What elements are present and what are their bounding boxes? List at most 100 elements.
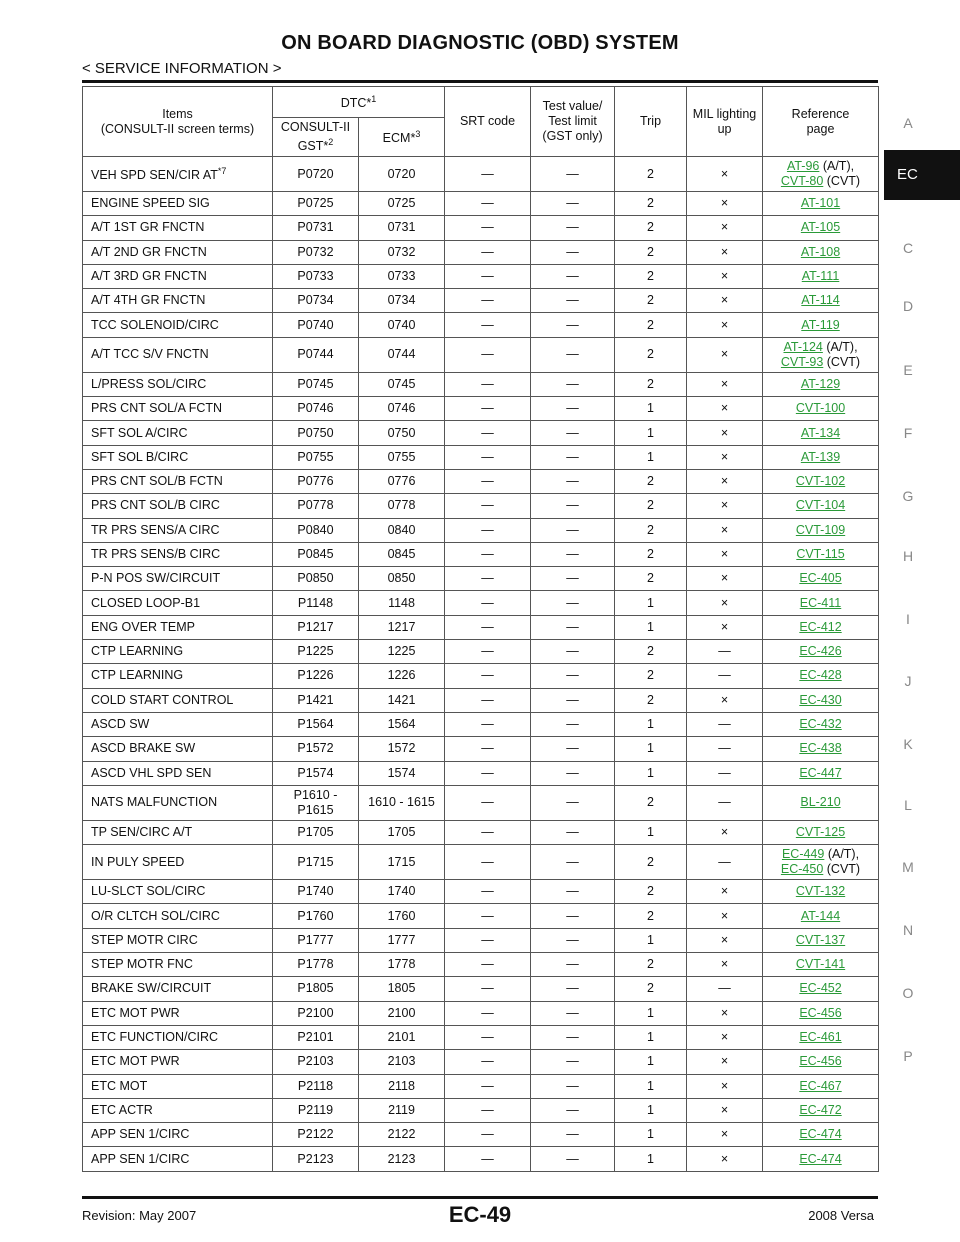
reference-link[interactable]: AT-144 xyxy=(800,908,841,923)
reference-link[interactable]: AT-139 xyxy=(800,449,841,464)
reference-link[interactable]: EC-426 xyxy=(799,644,842,659)
reference-link[interactable]: EC-456 xyxy=(799,1005,842,1020)
reference-link[interactable]: EC-412 xyxy=(799,619,842,634)
side-index-letter: EC xyxy=(884,150,960,200)
cell-test-value: — xyxy=(530,590,616,616)
consult-code: P0740 xyxy=(297,317,334,332)
cell-srt: — xyxy=(444,396,532,422)
consult-code: P1217 xyxy=(297,619,334,634)
cell-consult-gst: P1740 xyxy=(272,879,359,905)
cell-reference: EC-430 xyxy=(762,687,880,713)
reference-link[interactable]: EC-461 xyxy=(799,1030,842,1045)
reference-link[interactable]: EC-405 xyxy=(799,571,842,586)
cell-item: P-N POS SW/CIRCUIT xyxy=(82,566,273,592)
cell-item: ASCD SW xyxy=(82,711,273,738)
cell-consult-gst: P1778 xyxy=(272,952,359,978)
reference-link[interactable]: EC-428 xyxy=(799,668,842,683)
item-text: TP SEN/CIRC A/T xyxy=(91,824,193,839)
cell-reference: EC-474 xyxy=(762,1122,880,1148)
cell-consult-gst: P0740 xyxy=(272,312,359,338)
cell-srt: — xyxy=(444,976,532,1002)
reference-link[interactable]: EC-474 xyxy=(799,1127,842,1142)
cell-consult-gst: P0746 xyxy=(272,396,359,422)
cell-consult-gst: P1226 xyxy=(272,663,359,689)
reference-link[interactable]: CVT-100 xyxy=(795,401,846,416)
item-text: A/T 4TH GR FNCTN xyxy=(91,293,206,308)
cell-test-value: — xyxy=(530,663,616,689)
consult-code: P2101 xyxy=(297,1030,334,1045)
reference-link[interactable]: CVT-125 xyxy=(795,824,846,839)
reference-link[interactable]: EC-411 xyxy=(799,595,842,610)
reference-link[interactable]: CVT-115 xyxy=(796,547,845,561)
reference-link[interactable]: AT-108 xyxy=(800,244,841,259)
cell-trip: 2 xyxy=(614,541,688,568)
consult-code: P0840 xyxy=(297,522,334,537)
item-text: COLD START CONTROL xyxy=(91,692,234,707)
item-text: BRAKE SW/CIRCUIT xyxy=(91,981,212,996)
reference-link[interactable]: AT-134 xyxy=(800,425,841,440)
reference-link[interactable]: BL-210 xyxy=(800,795,841,810)
cell-ecm: 1760 xyxy=(357,903,446,929)
cell-srt: — xyxy=(444,541,532,568)
cell-srt: — xyxy=(444,263,532,290)
reference-link[interactable]: CVT-102 xyxy=(795,474,846,489)
cell-mil: × xyxy=(686,819,764,846)
cell-mil: × xyxy=(686,1073,764,1099)
reference-link[interactable]: EC-472 xyxy=(799,1102,842,1117)
cell-reference: CVT-125 xyxy=(762,819,880,846)
reference-link[interactable]: EC-474 xyxy=(799,1151,842,1166)
reference-link[interactable]: CVT-141 xyxy=(795,957,846,972)
reference-link[interactable]: AT-105 xyxy=(800,220,841,235)
cell-reference: CVT-141 xyxy=(762,952,880,978)
cell-reference: AT-114 xyxy=(762,288,880,314)
reference-link[interactable]: AT-119 xyxy=(801,317,840,332)
reference-link[interactable]: EC-456 xyxy=(799,1054,842,1069)
cell-trip: 1 xyxy=(614,420,688,446)
reference-link[interactable]: AT-96 xyxy=(786,159,820,173)
reference-link[interactable]: EC-447 xyxy=(799,765,842,780)
cell-ecm: 0778 xyxy=(357,493,446,519)
consult-code: P1421 xyxy=(297,692,334,707)
reference-link[interactable]: CVT-104 xyxy=(795,498,846,513)
reference-link[interactable]: EC-467 xyxy=(799,1078,842,1093)
cell-srt: — xyxy=(444,687,532,713)
reference-link[interactable]: CVT-93 xyxy=(780,354,824,369)
reference-link[interactable]: EC-452 xyxy=(799,981,842,996)
reference-link[interactable]: EC-449 xyxy=(781,847,825,862)
reference-link[interactable]: CVT-109 xyxy=(795,522,846,537)
cell-srt: — xyxy=(444,493,532,519)
cell-trip: 2 xyxy=(614,288,688,314)
reference-link[interactable]: CVT-132 xyxy=(795,884,846,899)
cell-item: APP SEN 1/CIRC xyxy=(82,1146,273,1172)
reference-link[interactable]: CVT-80 xyxy=(780,174,824,188)
item-text: A/T 1ST GR FNCTN xyxy=(91,220,205,235)
reference-link[interactable]: AT-111 xyxy=(801,269,840,284)
reference-link[interactable]: CVT-137 xyxy=(795,932,846,947)
cell-reference: CVT-109 xyxy=(762,517,880,543)
cell-ecm: 1610 - 1615 xyxy=(357,784,446,821)
cell-mil: × xyxy=(686,517,764,543)
reference-link[interactable]: EC-438 xyxy=(799,741,842,756)
cell-srt: — xyxy=(444,952,532,978)
header-trip: Trip xyxy=(614,86,688,157)
reference-link[interactable]: AT-101 xyxy=(800,196,841,211)
cell-trip: 1 xyxy=(614,819,688,846)
reference-link[interactable]: EC-430 xyxy=(799,692,842,707)
cell-item: ETC FUNCTION/CIRC xyxy=(82,1024,273,1051)
cell-mil: × xyxy=(686,336,764,373)
reference-link[interactable]: EC-450 xyxy=(780,862,824,877)
cell-ecm: 1778 xyxy=(357,952,446,978)
reference-link[interactable]: EC-432 xyxy=(799,717,842,732)
reference-link[interactable]: AT-129 xyxy=(800,376,841,391)
reference-link[interactable]: AT-124 xyxy=(783,339,823,354)
cell-test-value: — xyxy=(530,190,616,217)
cell-srt: — xyxy=(444,566,532,592)
consult-code: P0725 xyxy=(297,196,334,211)
reference-link[interactable]: AT-114 xyxy=(801,293,840,308)
